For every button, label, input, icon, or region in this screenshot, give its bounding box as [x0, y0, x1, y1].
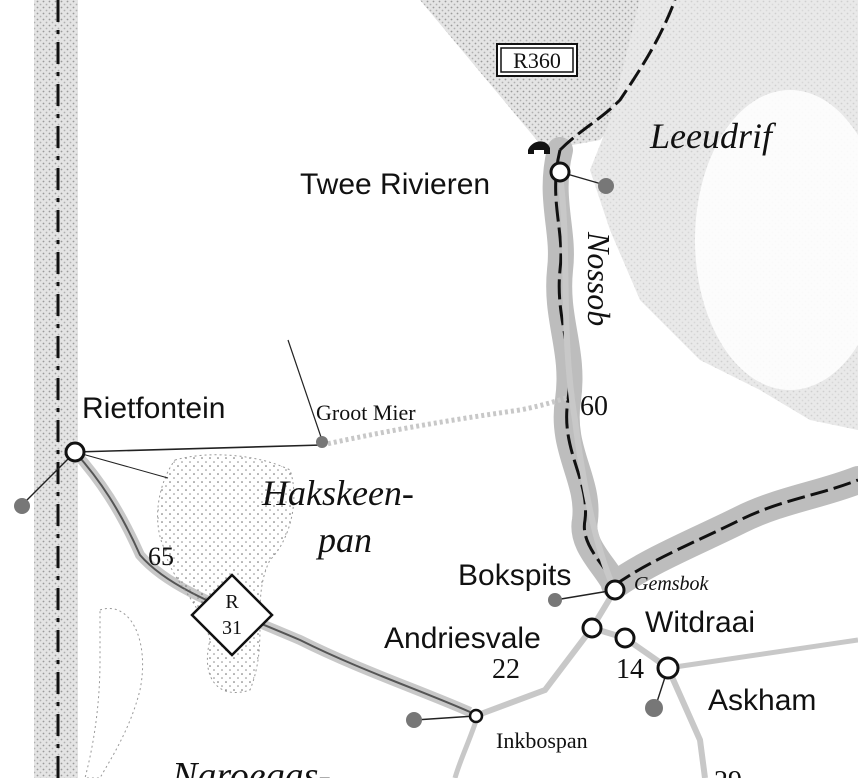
- dot-rietfontein[interactable]: [14, 498, 30, 514]
- label-gemsbok: Gemsbok: [634, 573, 710, 595]
- distance-65: 65: [148, 542, 174, 571]
- r360-label: R360: [513, 48, 561, 73]
- east-river-halo: [601, 466, 858, 599]
- town-andriesvale[interactable]: [581, 617, 603, 639]
- town-bokspits[interactable]: [604, 579, 626, 601]
- label-leeudrif: Leeudrif: [649, 116, 777, 156]
- town-twee-rivieren[interactable]: [549, 161, 571, 183]
- naroegas-pan: [84, 608, 144, 778]
- label-witdraai: Witdraai: [645, 606, 755, 639]
- label-inkbospan: Inkbospan: [496, 728, 588, 753]
- leader-groot-mier: [287, 339, 323, 441]
- leader-inkbospan: [414, 715, 476, 721]
- label-naroegas: Naroegas-: [171, 755, 331, 778]
- r31-label-line2: 31: [222, 617, 242, 639]
- town-inkbospan[interactable]: [468, 708, 484, 724]
- river-to-north: [558, 0, 677, 152]
- road-groot-mier: [74, 444, 323, 453]
- blank-dune-area: [695, 90, 858, 390]
- dot-inkbospan[interactable]: [406, 712, 422, 728]
- label-askham: Askham: [708, 684, 816, 717]
- town-askham[interactable]: [656, 656, 680, 680]
- dot-bokspits[interactable]: [548, 593, 562, 607]
- border-bar: [34, 0, 78, 778]
- label-hakskeen-line1: Hakskeen-: [261, 473, 414, 513]
- road-north-south: [476, 174, 619, 718]
- road-shield-r31: R 31: [190, 573, 274, 657]
- dot-groot-mier[interactable]: [316, 436, 328, 448]
- label-rietfontein: Rietfontein: [82, 392, 225, 425]
- park-gate-icon: [528, 141, 550, 154]
- dot-askham[interactable]: [645, 699, 663, 717]
- hakskeen-pan: [157, 454, 295, 694]
- label-groot-mier: Groot Mier: [316, 400, 416, 425]
- label-andriesvale: Andriesvale: [384, 622, 541, 655]
- distance-60: 60: [580, 391, 608, 422]
- road-groot-mier-east: [321, 392, 576, 448]
- road-east: [667, 637, 858, 671]
- label-nossob: Nossob: [581, 231, 617, 326]
- road-shield-r360: R360: [496, 43, 578, 77]
- distance-29: 29: [714, 766, 742, 778]
- dot-twee-rivieren[interactable]: [598, 178, 614, 194]
- label-bokspits: Bokspits: [458, 559, 571, 592]
- r31-label-line1: R: [225, 591, 239, 613]
- east-river: [614, 478, 858, 587]
- label-hakskeen-line2: pan: [315, 520, 372, 560]
- distance-14: 14: [616, 654, 644, 685]
- label-twee-rivieren: Twee Rivieren: [300, 168, 490, 201]
- leader-rietfontein: [21, 451, 76, 506]
- town-witdraai[interactable]: [614, 627, 636, 649]
- town-rietfontein[interactable]: [64, 441, 86, 463]
- distance-22: 22: [492, 654, 520, 685]
- road-south-west: [452, 714, 481, 778]
- leader-rietfontein-2: [74, 451, 169, 479]
